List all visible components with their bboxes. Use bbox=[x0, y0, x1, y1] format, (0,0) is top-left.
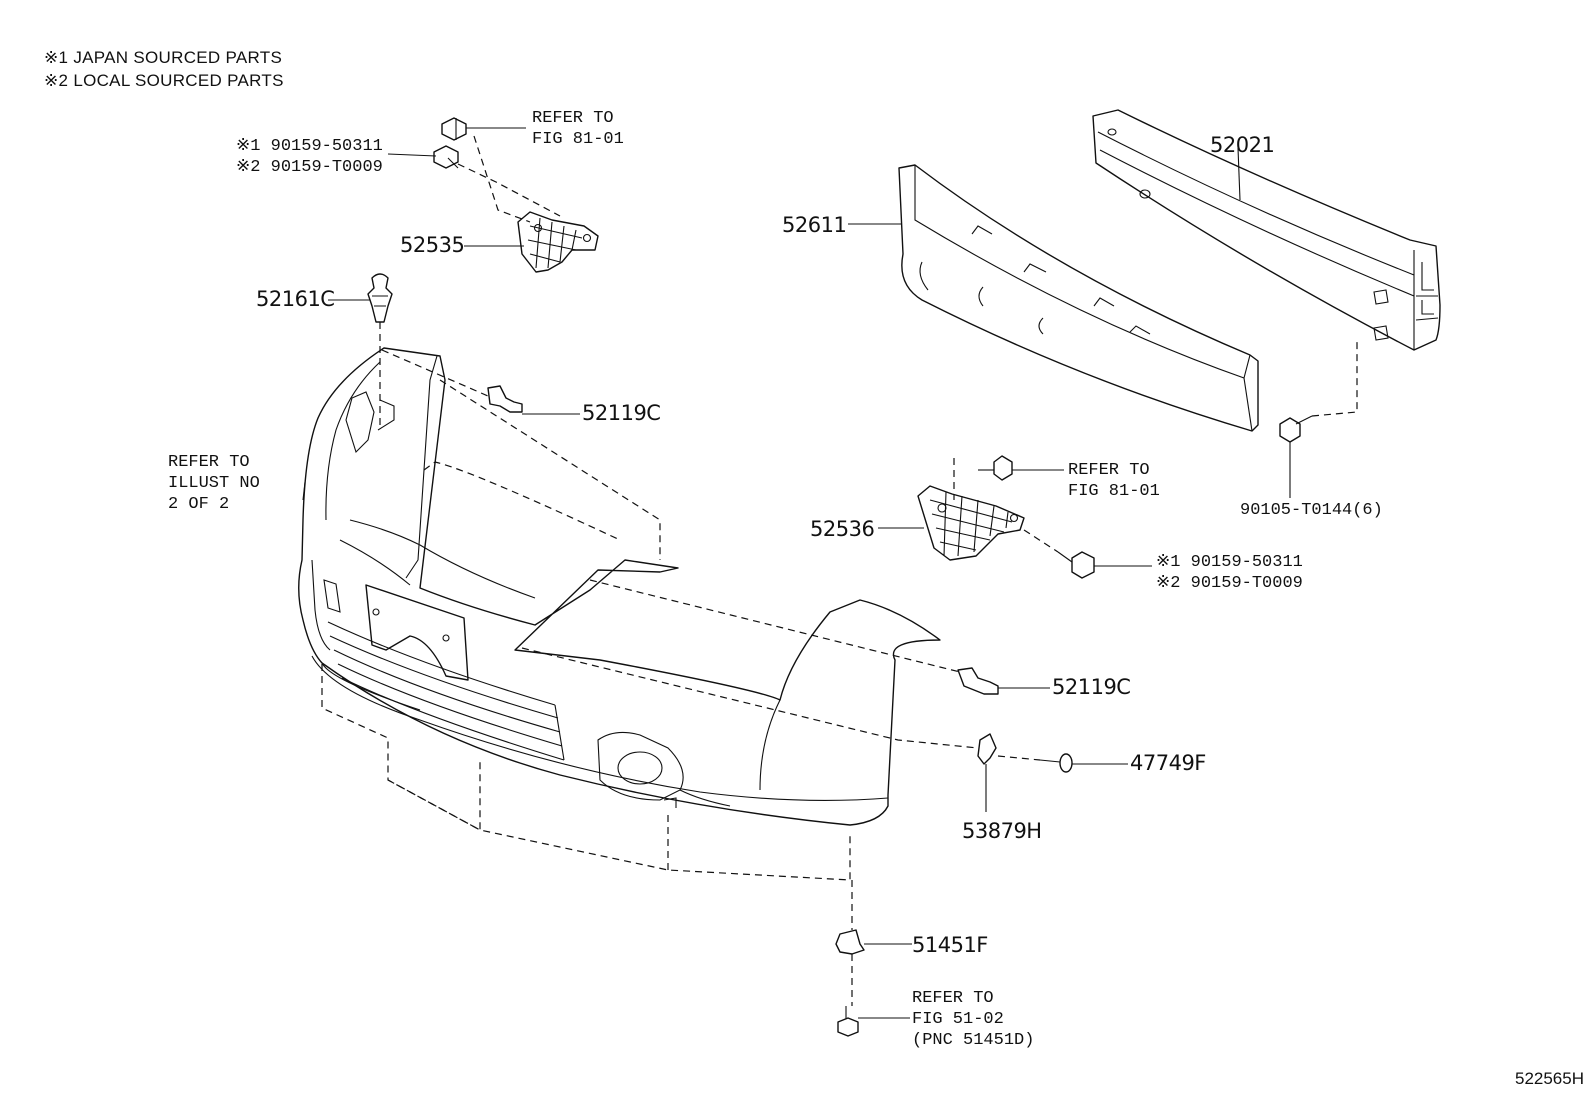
ref-fig-81-01-top: REFER TO FIG 81-01 bbox=[532, 108, 624, 150]
bolt-local-part-number: ※2 90159-T0009 bbox=[1156, 574, 1303, 593]
screw-47749f bbox=[1039, 753, 1073, 773]
part-label-52021: 52021 bbox=[1210, 133, 1275, 157]
part-label-47749f: 47749F bbox=[1130, 751, 1206, 775]
part-label-51451f: 51451F bbox=[912, 933, 988, 957]
bolt-japan-part-number: ※1 90159-50311 bbox=[1156, 553, 1303, 572]
part-label-52119c-upper: 52119C bbox=[582, 401, 661, 425]
bolt-90159-upper bbox=[433, 145, 459, 169]
bolt-90159-right bbox=[1057, 551, 1095, 579]
clip-51451f bbox=[835, 929, 865, 955]
part-label-52535: 52535 bbox=[400, 233, 465, 257]
part-label-52119c-lower: 52119C bbox=[1052, 675, 1131, 699]
bolt-upper-clip bbox=[441, 117, 476, 141]
ref-line: ILLUST NO bbox=[168, 474, 260, 493]
bumper-energy-absorber-52611 bbox=[898, 164, 1259, 432]
ref-illust-no-2-of-2: REFER TO ILLUST NO 2 OF 2 bbox=[168, 452, 260, 515]
part-label-52536: 52536 bbox=[810, 517, 875, 541]
ref-line: FIG 81-01 bbox=[1068, 482, 1160, 501]
leader-lines bbox=[302, 127, 1291, 1019]
front-bumper-cover bbox=[298, 347, 941, 826]
bolt-fig81-right bbox=[978, 455, 1013, 481]
part-label-52161c: 52161C bbox=[256, 287, 335, 311]
ref-line: FIG 51-02 bbox=[912, 1010, 1004, 1029]
bolt-lower-fig51 bbox=[837, 1006, 859, 1037]
ref-fig-81-01-right: REFER TO FIG 81-01 bbox=[1068, 460, 1160, 502]
clip-52119c-lower bbox=[957, 667, 999, 695]
legend-japan-sourced: ※1 JAPAN SOURCED PARTS bbox=[44, 48, 283, 67]
ref-line: (PNC 51451D) bbox=[912, 1031, 1035, 1050]
bumper-side-retainer-52536 bbox=[917, 485, 1025, 561]
clip-52161c bbox=[367, 273, 393, 323]
ref-line: REFER TO bbox=[912, 989, 994, 1008]
ref-line: REFER TO bbox=[168, 453, 250, 472]
bumper-side-retainer-52535 bbox=[517, 211, 599, 273]
ref-line: FIG 81-01 bbox=[532, 130, 624, 149]
bolt-japan-part-number: ※1 90159-50311 bbox=[236, 137, 383, 156]
clip-53879h bbox=[977, 733, 997, 765]
bolt-local-part-number: ※2 90159-T0009 bbox=[236, 158, 383, 177]
part-label-90105-t0144: 90105-T0144(6) bbox=[1240, 501, 1383, 520]
clip-52119c-upper bbox=[487, 385, 523, 413]
assembly-dashed-lines bbox=[321, 135, 1358, 1006]
legend-local-sourced: ※2 LOCAL SOURCED PARTS bbox=[44, 71, 284, 90]
part-label-52611: 52611 bbox=[782, 213, 847, 237]
bolt-pair-top-label: ※1 90159-50311 ※2 90159-T0009 bbox=[236, 136, 383, 178]
ref-line: REFER TO bbox=[1068, 461, 1150, 480]
bolt-pair-right-label: ※1 90159-50311 ※2 90159-T0009 bbox=[1156, 552, 1303, 594]
ref-line: REFER TO bbox=[532, 109, 614, 128]
bolt-90105 bbox=[1279, 415, 1313, 443]
diagram-id: 522565H bbox=[1514, 1069, 1584, 1088]
ref-line: 2 OF 2 bbox=[168, 495, 230, 514]
part-label-53879h: 53879H bbox=[962, 819, 1042, 843]
bumper-reinforcement-52021 bbox=[1092, 109, 1441, 351]
ref-fig-51-02: REFER TO FIG 51-02 (PNC 51451D) bbox=[912, 988, 1034, 1051]
